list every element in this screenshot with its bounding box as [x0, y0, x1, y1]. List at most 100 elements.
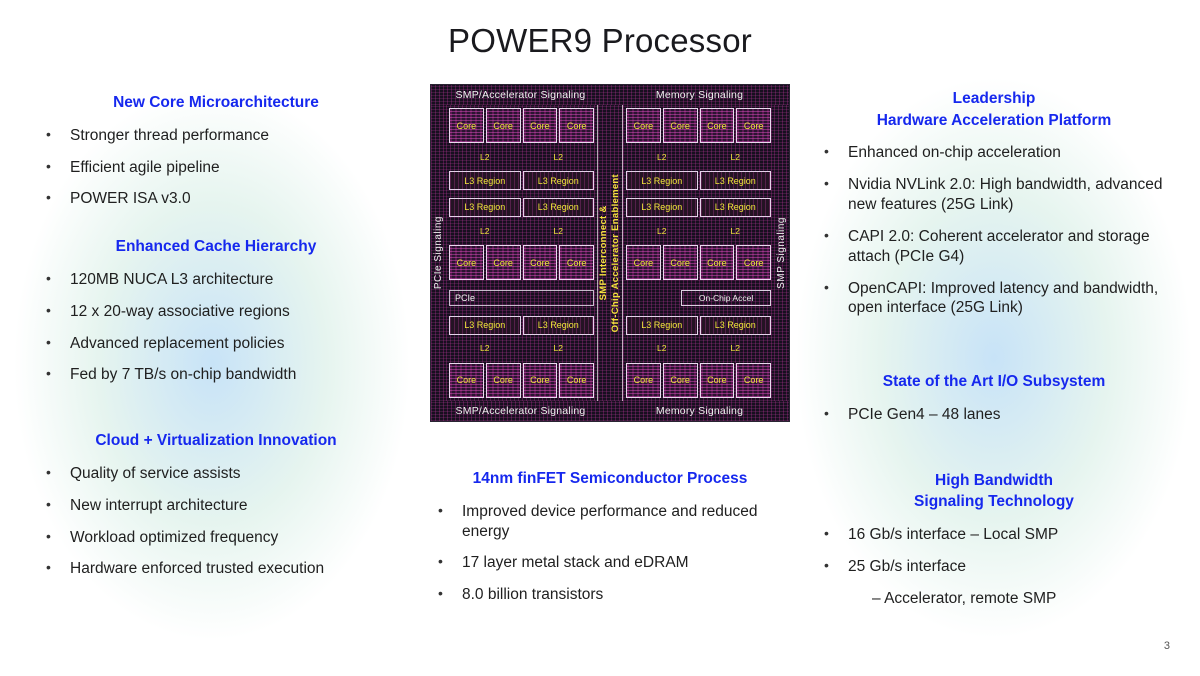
die-top-left-label: SMP/Accelerator Signaling [455, 89, 586, 101]
bullet-text: Workload optimized frequency [70, 528, 279, 546]
l2-label: L2 [480, 343, 490, 354]
right-column: Leadership Hardware Acceleration Platfor… [816, 88, 1172, 636]
l2-label: L2 [480, 225, 490, 236]
section-cloud-virtualization-innovation: Cloud + Virtualization Innovation Qualit… [38, 430, 394, 579]
l3-region-cell: L3 Region [522, 197, 594, 217]
spacer [38, 412, 394, 430]
l3-region-cell: L3 Region [626, 171, 698, 191]
l2-label: L2 [657, 225, 667, 236]
core-cell: Core [449, 108, 484, 143]
bullet-item: 120MB NUCA L3 architecture [38, 270, 394, 290]
die-row: PCIe [449, 288, 594, 308]
l3-region-cell: L3 Region [699, 197, 771, 217]
die-row: On-Chip Accel [626, 288, 771, 308]
pcie-signaling-label: PCIe Signaling [433, 216, 444, 290]
bullet-item: PCIe Gen4 – 48 lanes [816, 405, 1172, 425]
spacer [816, 345, 1172, 371]
section-heading: 14nm finFET Semiconductor Process [472, 470, 748, 487]
die-top-right-label: Memory Signaling [655, 89, 744, 101]
bullet-item: Hardware enforced trusted execution [38, 559, 394, 579]
section-heading: Enhanced Cache Hierarchy [115, 238, 317, 256]
bullet-text: Stronger thread performance [70, 126, 270, 144]
l3-region-cell: L3 Region [626, 315, 698, 335]
core-cell: Core [736, 362, 771, 398]
bullet-item: Stronger thread performance [38, 126, 394, 146]
die-bottom-band: SMP/Accelerator Signaling Memory Signali… [431, 401, 789, 421]
section-heading: New Core Microarchitecture [113, 94, 319, 111]
l2-label: L2 [730, 225, 740, 236]
core-cell: Core [485, 108, 521, 143]
smp-interconnect-label: SMP Interconnect & Off-Chip Accelerator … [598, 173, 621, 333]
bullet-text: New interrupt architecture [70, 496, 248, 514]
bullet-item: Workload optimized frequency [38, 528, 394, 548]
section-enhanced-cache-hierarchy: Enhanced Cache Hierarchy 120MB NUCA L3 a… [38, 236, 394, 385]
bullet-text: Efficient agile pipeline [70, 158, 220, 176]
bullet-text: Improved device performance and reduced … [462, 502, 758, 540]
core-cell: Core [626, 362, 661, 398]
core-cell: Core [699, 245, 735, 281]
bullet-item: Nvidia NVLink 2.0: High bandwidth, advan… [816, 175, 1172, 215]
l2-label: L2 [480, 151, 490, 162]
core-cell: Core [559, 245, 594, 281]
core-cell: Core [662, 245, 698, 281]
bullet-text: OpenCAPI: Improved latency and bandwidth… [848, 279, 1159, 317]
section-heading: Leadership Hardware Acceleration Platfor… [876, 90, 1112, 129]
l2-label: L2 [657, 151, 667, 162]
bullet-text: Nvidia NVLink 2.0: High bandwidth, advan… [848, 176, 1163, 214]
bullet-text: Enhanced on-chip acceleration [848, 144, 1061, 162]
bullet-item: 16 Gb/s interface – Local SMP [816, 525, 1172, 545]
core-cell: Core [449, 362, 484, 398]
bullet-item: Enhanced on-chip acceleration [816, 143, 1172, 163]
page-number: 3 [1163, 640, 1170, 652]
section-high-bandwidth-signaling: High Bandwidth Signaling Technology 16 G… [816, 470, 1172, 609]
bullet-item: CAPI 2.0: Coherent accelerator and stora… [816, 227, 1172, 267]
bullet-text: 16 Gb/s interface – Local SMP [848, 526, 1059, 544]
bullet-item: Efficient agile pipeline [38, 158, 394, 178]
bullet-item: OpenCAPI: Improved latency and bandwidth… [816, 279, 1172, 319]
die-center-strip: SMP Interconnect & Off-Chip Accelerator … [597, 105, 623, 401]
bullet-item: 12 x 20-way associative regions [38, 302, 394, 322]
die-bottom-right-label: Memory Signaling [655, 405, 744, 417]
l2-label: L2 [730, 151, 740, 162]
bullet-text: 8.0 billion transistors [462, 586, 604, 604]
sub-bullet-item: – Accelerator, remote SMP [872, 589, 1057, 607]
bullet-item: New interrupt architecture [38, 496, 394, 516]
bullet-text: Advanced replacement policies [70, 334, 285, 352]
bullet-item: Improved device performance and reduced … [430, 502, 790, 542]
die-top-band: SMP/Accelerator Signaling Memory Signali… [431, 85, 789, 105]
l2-label: L2 [657, 343, 667, 354]
die-bottom-left-label: SMP/Accelerator Signaling [455, 405, 586, 417]
bullet-text: POWER ISA v3.0 [70, 190, 191, 208]
section-io-subsystem: State of the Art I/O Subsystem PCIe Gen4… [816, 371, 1172, 425]
l3-region-cell: L3 Region [522, 315, 594, 335]
die-row: L2 L2 [626, 225, 771, 238]
bullet-text: PCIe Gen4 – 48 lanes [848, 405, 1001, 423]
bullet-item: Fed by 7 TB/s on-chip bandwidth [38, 365, 394, 385]
bullet-item: Advanced replacement policies [38, 334, 394, 354]
bullet-text: 25 Gb/s interface [848, 557, 967, 575]
bullet-text: Quality of service assists [70, 464, 241, 482]
core-cell: Core [699, 108, 735, 143]
core-cell: Core [699, 362, 735, 398]
section-heading: State of the Art I/O Subsystem [882, 373, 1106, 391]
left-column: New Core Microarchitecture Stronger thre… [38, 92, 394, 606]
bullet-text: CAPI 2.0: Coherent accelerator and stora… [848, 227, 1150, 265]
core-cell: Core [736, 108, 771, 143]
l3-region-cell: L3 Region [699, 171, 771, 191]
bullet-item: Quality of service assists [38, 464, 394, 484]
l2-label: L2 [553, 151, 563, 162]
